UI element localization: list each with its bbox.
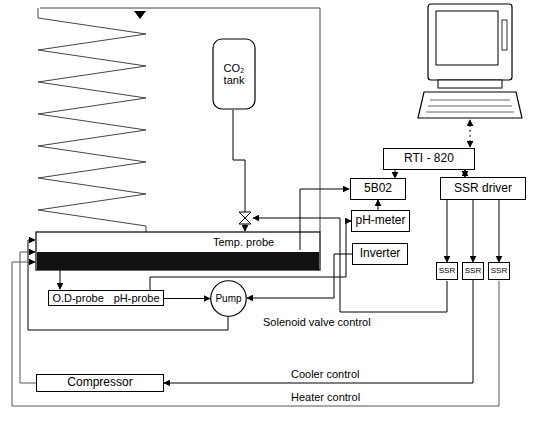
node-text: RTI - 820 — [404, 152, 454, 165]
outline — [211, 281, 247, 317]
apparatus-line — [430, 100, 510, 101]
apparatus-line — [418, 92, 522, 118]
gas-tank: CO₂ tank — [212, 38, 256, 110]
signal-connector — [499, 200, 500, 262]
meter-box: pH-meter — [351, 210, 410, 232]
signal-connector — [378, 200, 379, 210]
node-text: SSR — [465, 267, 481, 276]
signal-connector — [447, 200, 448, 262]
interface-box: RTI - 820 — [383, 148, 475, 170]
node-text: Inverter — [360, 247, 401, 260]
signal-connector — [395, 170, 396, 178]
apparatus-line — [502, 20, 507, 50]
connector-label: Cooler control — [290, 368, 360, 380]
relay-box: SSR — [488, 262, 510, 280]
signal-connector — [150, 221, 351, 290]
apparatus-line — [12, 262, 499, 406]
signal-connector — [247, 254, 352, 298]
apparatus-line — [38, 8, 146, 232]
node-text: Pump — [215, 293, 241, 304]
apparatus-line — [36, 232, 320, 270]
apparatus-line — [233, 110, 245, 212]
module-box: 5B02 — [350, 178, 406, 200]
apparatus-line — [60, 270, 61, 289]
apparatus-line — [20, 252, 36, 383]
apparatus-line — [28, 240, 228, 330]
node-text: 5B02 — [364, 182, 392, 195]
apparatus-line — [438, 80, 502, 88]
apparatus-line — [300, 189, 349, 250]
apparatus-line — [428, 4, 512, 80]
relay-box: SSR — [436, 262, 458, 280]
inverter-box: Inverter — [352, 243, 408, 265]
apparatus-line — [134, 11, 146, 19]
signal-connector — [473, 200, 474, 262]
apparatus-line — [40, 8, 320, 232]
apparatus-line — [239, 218, 251, 224]
node-text: pH-probe — [114, 292, 160, 304]
relay-box: SSR — [462, 262, 484, 280]
signal-connector — [465, 170, 466, 177]
node-text: SSR — [491, 267, 507, 276]
signal-label: Heater control — [290, 391, 361, 403]
node-text: SSR driver — [454, 182, 512, 195]
apparatus-line — [426, 112, 514, 113]
outline — [213, 39, 255, 109]
node-text: O.D-probe — [52, 292, 103, 304]
node-text: Compressor — [67, 376, 132, 389]
driver-box: SSR driver — [440, 177, 526, 200]
compressor-box: Compressor — [36, 374, 164, 392]
apparatus-line — [428, 106, 512, 107]
signal-connector — [164, 298, 210, 299]
signal-connector — [164, 280, 473, 383]
signal-label: Solenoid valve control — [262, 316, 372, 328]
node-text: CO₂ tank — [212, 62, 256, 86]
apparatus-line — [37, 252, 319, 270]
pump-circle: Pump — [210, 280, 247, 317]
probe-label: Temp. probe — [212, 236, 275, 248]
probe-box: O.D-probe pH-probe — [48, 290, 164, 306]
node-text: SSR — [439, 267, 455, 276]
apparatus-line — [245, 224, 246, 231]
apparatus-line — [239, 212, 251, 218]
apparatus-line — [470, 120, 471, 147]
apparatus-line — [436, 11, 498, 65]
node-text: pH-meter — [355, 214, 405, 227]
